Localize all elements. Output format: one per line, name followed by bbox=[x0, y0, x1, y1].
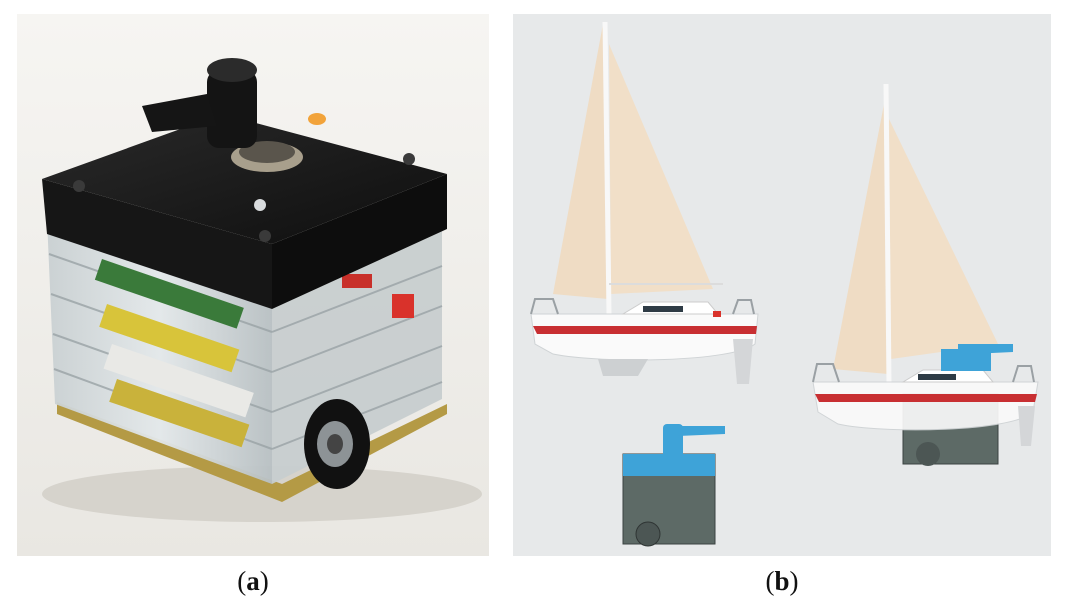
caption-b: (b) bbox=[765, 566, 799, 596]
device-photo-illustration bbox=[17, 14, 489, 556]
sailboat-left bbox=[530, 21, 759, 384]
panel-a-photo bbox=[17, 14, 489, 556]
battery-icon bbox=[94, 259, 254, 448]
knob-icon bbox=[142, 58, 257, 148]
black-lid bbox=[42, 114, 447, 244]
sailboat-right bbox=[812, 83, 1039, 466]
panel-b-render bbox=[513, 14, 1051, 556]
led-icon bbox=[308, 113, 326, 125]
wheel-icon bbox=[304, 399, 370, 489]
sailboat-render-illustration bbox=[513, 14, 1051, 556]
device-render bbox=[622, 424, 725, 547]
red-connector bbox=[392, 294, 414, 318]
caption-a: (a) bbox=[237, 566, 269, 596]
